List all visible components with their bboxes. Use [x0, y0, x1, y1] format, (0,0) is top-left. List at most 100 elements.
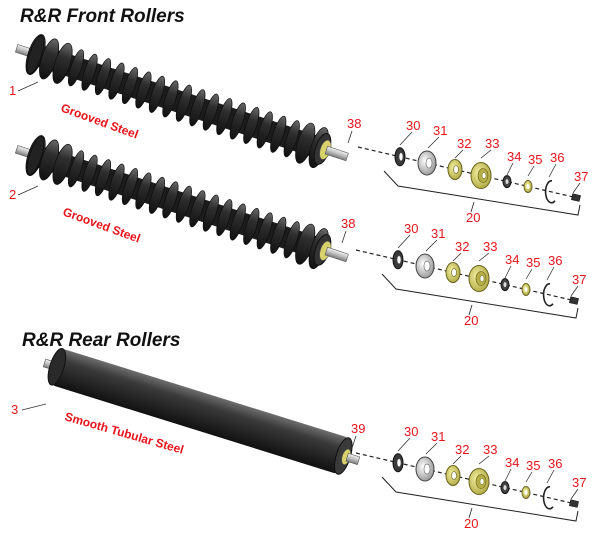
callout-3: 3 [11, 402, 18, 417]
roller-ribs [25, 34, 329, 169]
roller-rib [283, 221, 300, 259]
roller-rib [94, 58, 112, 96]
callout-part-35: 35 [528, 152, 542, 167]
part-33-housing [468, 468, 490, 496]
part-36-snap-ring [542, 283, 554, 307]
part-30-seal [392, 453, 404, 473]
right-shaft [345, 453, 361, 465]
roller-rib [148, 176, 166, 214]
roller-rib [270, 115, 287, 153]
roller-rib [52, 42, 73, 84]
callout-20-kit: 20 [464, 313, 478, 328]
part-35-washer [521, 485, 531, 499]
roller-rib [256, 212, 273, 250]
callout-39-rear: 39 [351, 421, 365, 436]
roller-2-label: Grooved Steel [61, 205, 142, 246]
roller-rib [148, 75, 166, 113]
roller-rib [81, 53, 98, 91]
callout-20-kit: 20 [466, 210, 480, 225]
part-31-bearing [415, 253, 435, 279]
part-36-snap-ring [542, 486, 554, 510]
part-32-washer [445, 465, 461, 487]
callout-part-32: 32 [455, 442, 469, 457]
bearing-kit-1: 20 30 31 32 33 34 35 36 37 [357, 118, 588, 225]
assembly-axis-line [357, 146, 583, 200]
roller-rib [216, 98, 233, 136]
roller-rib [135, 71, 152, 109]
roller-rib [121, 168, 139, 206]
kit-bracket [381, 273, 579, 319]
callout-part-31: 31 [431, 429, 445, 444]
grooved-roller-2 [14, 135, 349, 270]
roller-rib [67, 150, 85, 188]
roller-rib [108, 62, 125, 100]
callout-part-31: 31 [431, 226, 445, 241]
part-34-spacer [500, 481, 510, 495]
roller-rib [216, 199, 233, 237]
roller-rib [243, 207, 260, 245]
roller-rib [81, 154, 98, 192]
callout-1: 1 [9, 83, 16, 98]
part-34-spacer [500, 278, 510, 292]
part-34-spacer [502, 175, 512, 189]
part-33-housing [468, 265, 490, 293]
part-32-washer [445, 262, 461, 284]
callout-part-34: 34 [505, 252, 519, 267]
assembly-axis-line [355, 249, 581, 303]
roller-rib [94, 159, 112, 197]
part-37-screw [569, 499, 579, 508]
roller-1-label: Grooved Steel [59, 101, 140, 142]
roller-rib [243, 106, 260, 144]
kit-bracket [383, 170, 581, 216]
roller-rib [52, 143, 73, 185]
smooth-roller-3 [42, 348, 361, 475]
callout-part-37: 37 [574, 169, 588, 184]
callout-part-32: 32 [457, 136, 471, 151]
kit-bracket [381, 476, 579, 522]
roller-rib [189, 89, 206, 127]
roller-rib [175, 185, 192, 223]
callout-part-30: 30 [406, 118, 420, 133]
callout-part-32: 32 [455, 239, 469, 254]
grooved-roller-1 [14, 34, 349, 169]
callout-20-kit: 20 [464, 516, 478, 531]
roller-rib [229, 102, 246, 140]
part-36-snap-ring [544, 180, 556, 204]
part-32-washer [447, 159, 463, 181]
callout-part-36: 36 [548, 456, 562, 471]
callout-part-36: 36 [550, 150, 564, 165]
callout-part-30: 30 [404, 424, 418, 439]
roller-rib [67, 49, 85, 87]
part-33-housing [470, 162, 492, 190]
assembly-axis-line [355, 452, 581, 506]
roller-ribs [25, 135, 329, 270]
callout-38-front1: 38 [347, 116, 361, 131]
roller-rib [229, 203, 246, 241]
callout-part-37: 37 [572, 475, 586, 490]
callout-part-35: 35 [526, 255, 540, 270]
right-shaft [324, 246, 349, 263]
part-35-washer [521, 282, 531, 296]
callout-part-37: 37 [572, 272, 586, 287]
part-30-seal [394, 147, 406, 167]
callout-part-33: 33 [483, 442, 497, 457]
part-31-bearing [417, 150, 437, 176]
part-37-screw [571, 193, 581, 202]
tube-body [52, 349, 348, 474]
rear-rollers-title: R&R Rear Rollers [22, 330, 181, 351]
callout-part-34: 34 [507, 149, 521, 164]
callout-part-31: 31 [433, 123, 447, 138]
roller-rib [270, 216, 287, 254]
part-35-washer [523, 179, 533, 193]
callout-part-30: 30 [404, 221, 418, 236]
part-30-seal [392, 250, 404, 270]
roller-rib [108, 163, 125, 201]
roller-rib [202, 93, 219, 131]
callout-part-33: 33 [485, 136, 499, 151]
right-shaft [324, 145, 349, 162]
roller-rib [162, 181, 179, 219]
callout-part-33: 33 [483, 239, 497, 254]
